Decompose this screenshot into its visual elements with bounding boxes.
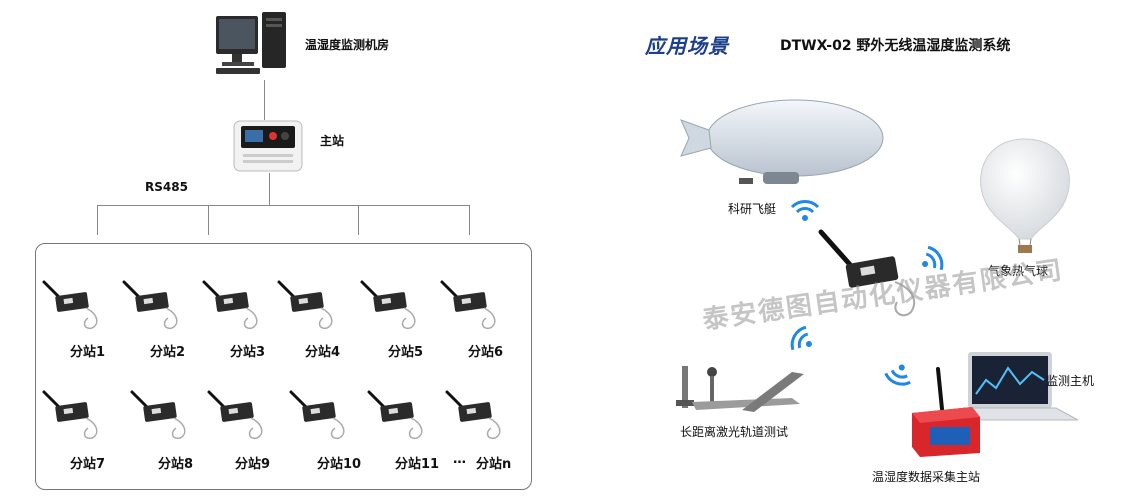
station-label-last: 分站n [476, 457, 512, 472]
drop-line [97, 205, 98, 235]
substation-sensor-icon [443, 388, 505, 444]
wifi-icon [922, 245, 944, 271]
wifi-icon [790, 325, 812, 351]
substation-sensor-icon [438, 278, 500, 334]
station-label: 分站3 [230, 345, 266, 360]
airship-image [680, 99, 884, 184]
scene-title: 应用场景 [645, 34, 729, 58]
station-label: 分站9 [235, 457, 271, 472]
substation-sensor-icon [358, 278, 420, 334]
balloon-label: 气象热气球 [988, 264, 1049, 278]
wifi-icon [884, 364, 911, 386]
airship-label: 科研飞艇 [728, 202, 777, 216]
master-station-device [233, 120, 303, 172]
collector-label: 温湿度数据采集主站 [872, 470, 981, 484]
connector-line [264, 80, 265, 120]
substation-sensor-icon [40, 278, 102, 334]
connector-line [269, 173, 270, 205]
system-title: DTWX-02 野外无线温湿度监测系统 [780, 38, 1011, 54]
laser-rail-image [676, 366, 804, 412]
substation-sensor-icon [205, 388, 267, 444]
substation-sensor-icon [287, 388, 349, 444]
substation-sensor-icon [365, 388, 427, 444]
hot-air-balloon-image [980, 138, 1070, 253]
computer-icon [216, 12, 286, 74]
room-label: 温湿度监测机房 [305, 38, 390, 52]
station-label: 分站10 [317, 457, 362, 472]
station-label: 分站11 [395, 457, 440, 472]
host-label: 监测主机 [1046, 374, 1095, 388]
station-label: 分站4 [305, 345, 341, 360]
drop-line [208, 205, 209, 235]
wifi-icon [790, 200, 820, 221]
station-label: 分站2 [150, 345, 186, 360]
substation-sensor-icon [200, 278, 262, 334]
ellipsis-label: … [453, 452, 466, 467]
station-label: 分站8 [158, 457, 194, 472]
station-label: 分站7 [70, 457, 106, 472]
data-collector-device [912, 367, 980, 457]
substation-sensor-icon [128, 388, 190, 444]
station-label: 分站5 [388, 345, 424, 360]
substation-sensor-icon [275, 278, 337, 334]
substation-sensor-icon [40, 388, 102, 444]
drop-line [469, 205, 470, 235]
drop-line [358, 205, 359, 235]
laptop-image [962, 352, 1079, 421]
master-label: 主站 [320, 134, 345, 148]
bus-label: RS485 [145, 180, 188, 194]
rail-label: 长距离激光轨道测试 [680, 425, 789, 439]
station-label: 分站1 [70, 345, 106, 360]
substation-sensor-icon [120, 278, 182, 334]
station-label: 分站6 [468, 345, 504, 360]
wireless-sensor-device [818, 229, 916, 317]
substation-group-frame [35, 243, 532, 490]
bus-line [97, 205, 469, 206]
